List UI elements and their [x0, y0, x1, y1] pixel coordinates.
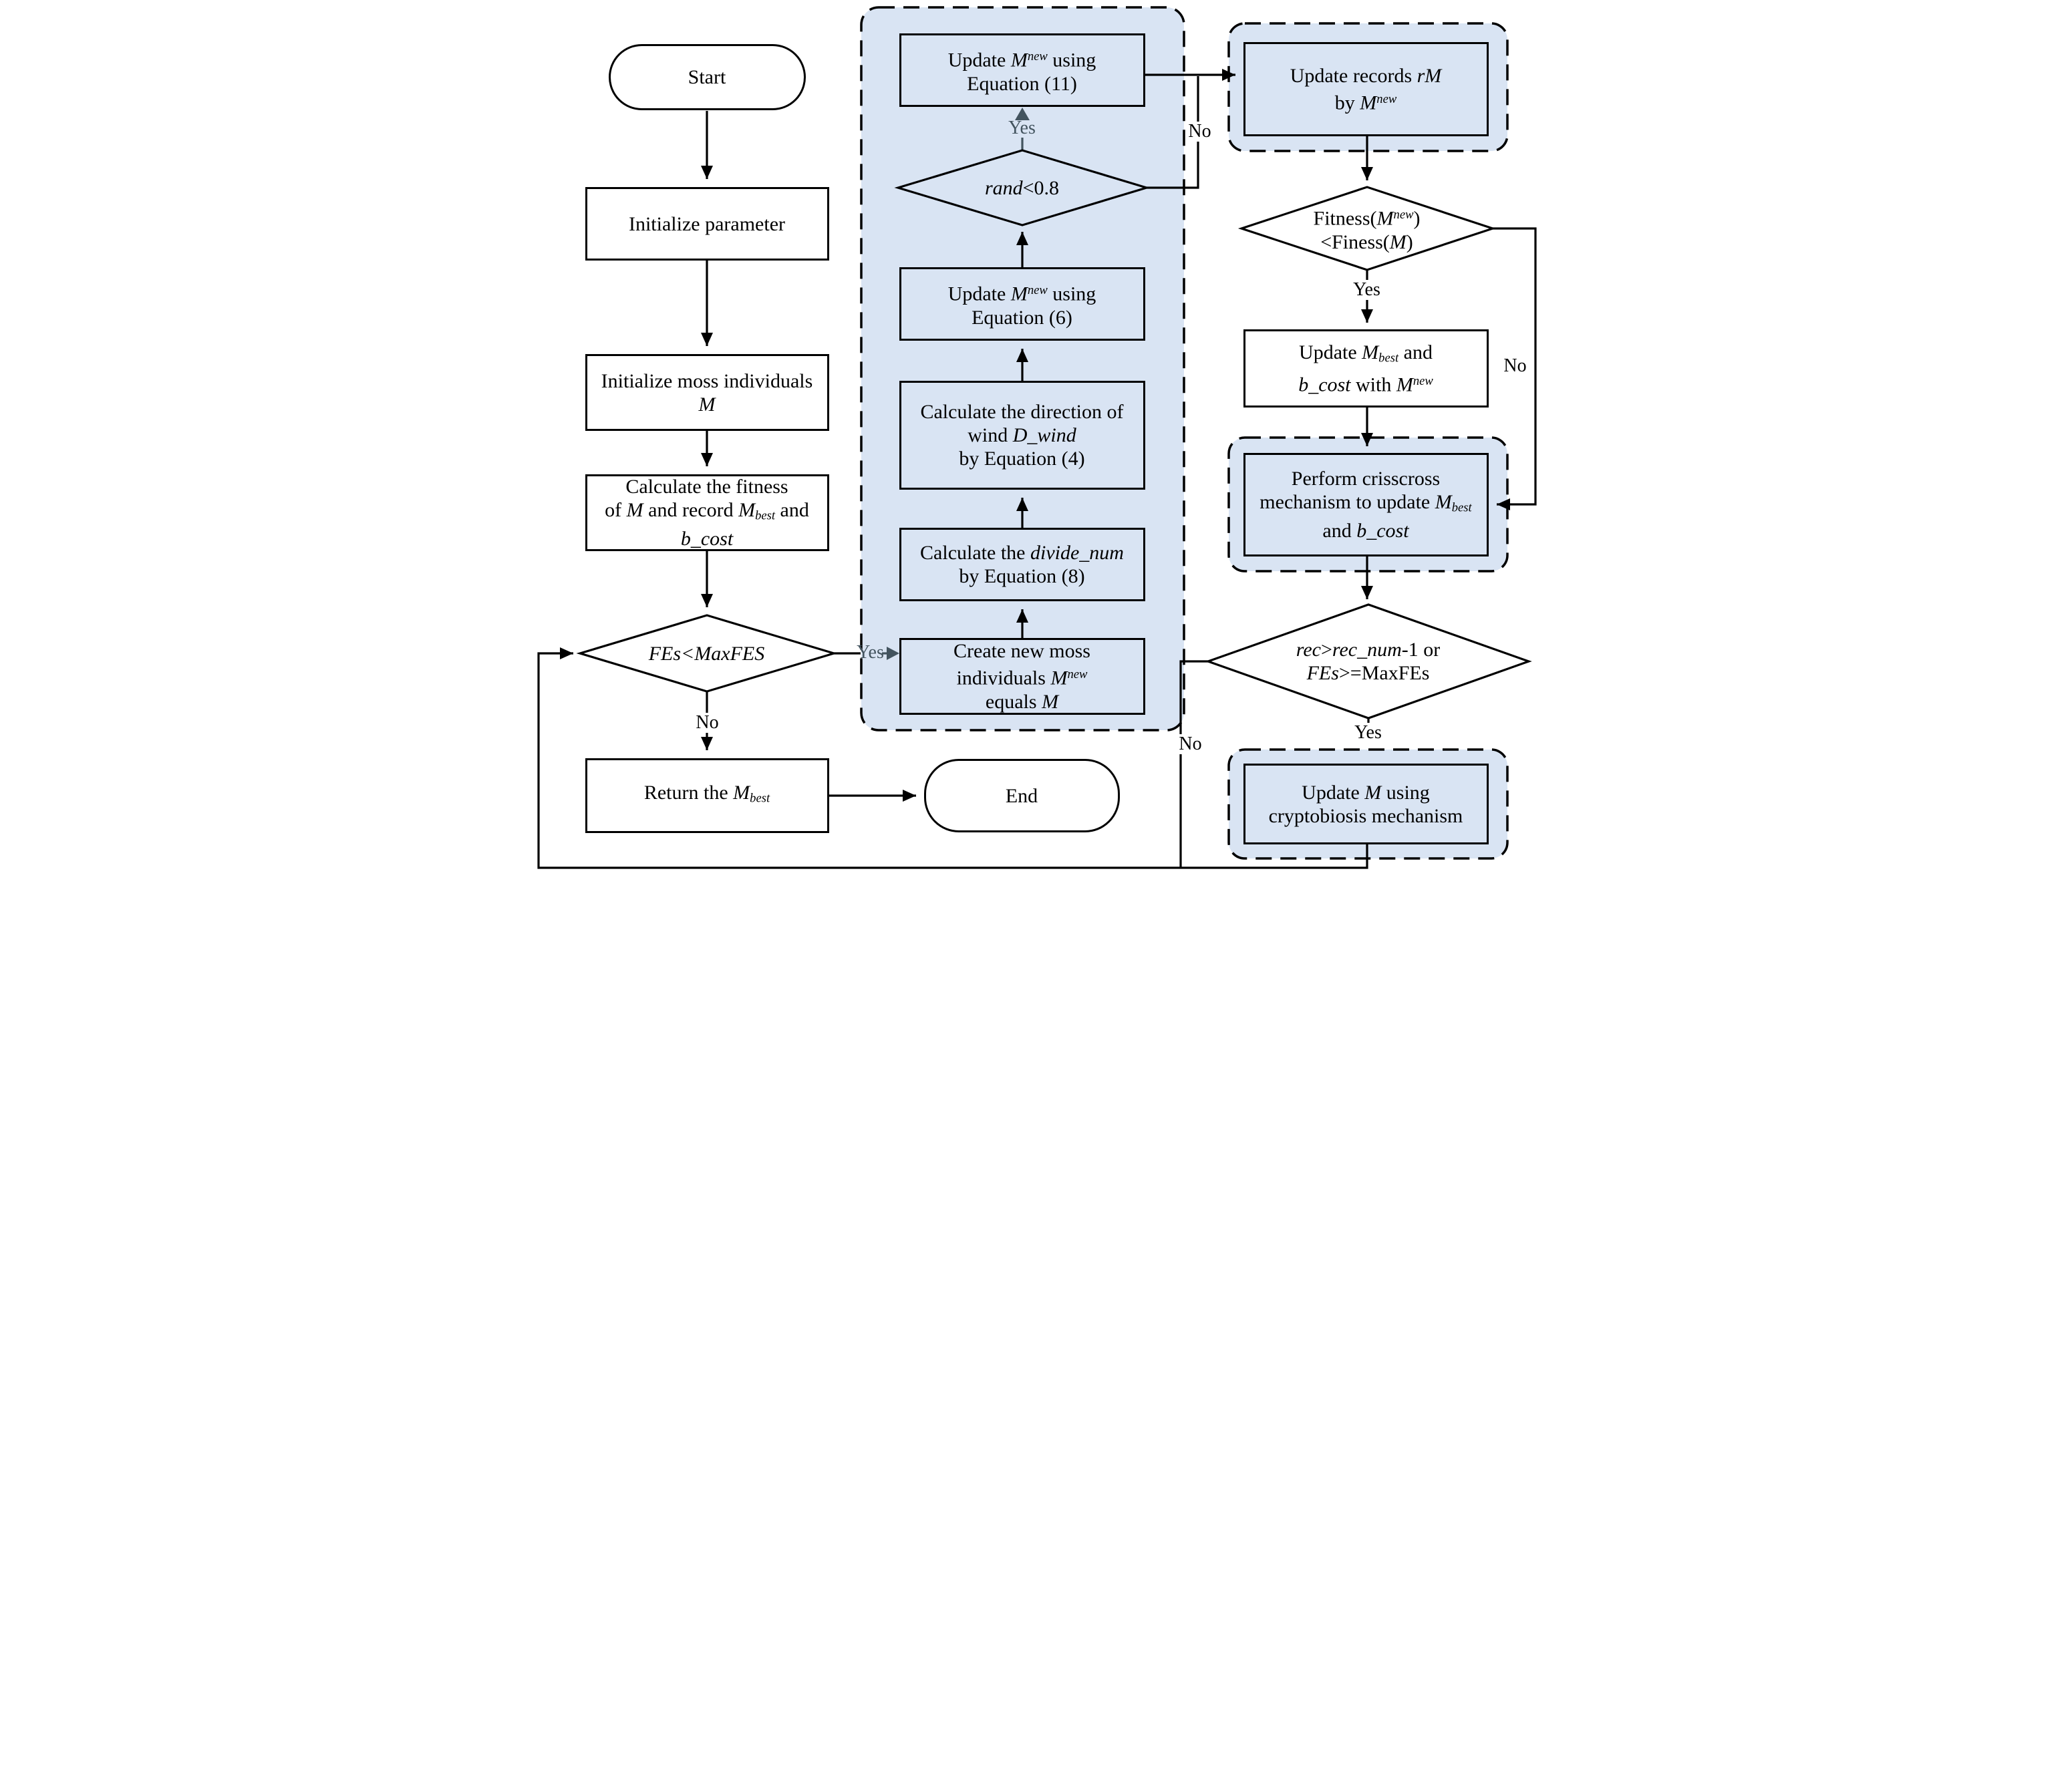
rand-yes-arrowhead-icon	[1014, 108, 1030, 120]
edge-label-fes-no: No	[694, 713, 721, 733]
decision-fitness-label: Fitness(Mnew)<Finess(M)	[1313, 207, 1421, 253]
decision-rec-maxfes-shape	[1204, 603, 1532, 719]
edge-fitness-no-crisscross	[1492, 227, 1537, 510]
node-end: End	[923, 759, 1120, 832]
flowchart: Start Initialize parameter Initialize mo…	[518, 0, 1554, 890]
edge-label-rec-yes: Yes	[1352, 723, 1384, 743]
edge-rec-no-loop	[1179, 660, 1208, 868]
decision-fes-maxfes-label: FEs<MaxFES	[648, 642, 765, 665]
edge-label-fitness-no: No	[1501, 356, 1529, 376]
decision-rand-shape	[893, 149, 1151, 226]
decision-rand-label: rand<0.8	[984, 176, 1060, 199]
node-start: Start	[608, 44, 806, 110]
fes-yes-arrowhead-icon	[886, 647, 899, 660]
edge-crypto-loop-fes	[537, 647, 1368, 869]
edge-label-rand-yes: Yes	[1008, 118, 1036, 138]
edge-rand-no-join	[1146, 76, 1199, 189]
edge-label-fes-yes: Yes	[857, 642, 884, 663]
decision-rand: rand<0.8	[915, 169, 1129, 206]
decision-fes-maxfes-shape	[575, 614, 838, 693]
node-initialize-parameter-label: Initialize parameter	[628, 212, 786, 235]
decision-fes-maxfes: FEs<MaxFES	[587, 628, 827, 679]
edge-label-rec-no: No	[1177, 734, 1204, 754]
node-initialize-parameter: Initialize parameter	[585, 187, 829, 261]
decision-fitness-shape	[1237, 186, 1496, 271]
edge-label-fitness-yes: Yes	[1351, 280, 1382, 300]
node-end-label: End	[1005, 784, 1038, 807]
node-return-mbest: Return the Mbest	[585, 758, 829, 833]
edge-label-rand-no: No	[1186, 122, 1213, 142]
node-return-mbest-label: Return the Mbest	[643, 782, 770, 806]
node-start-label: Start	[688, 66, 726, 88]
decision-fitness: Fitness(Mnew)<Finess(M)	[1247, 204, 1487, 253]
